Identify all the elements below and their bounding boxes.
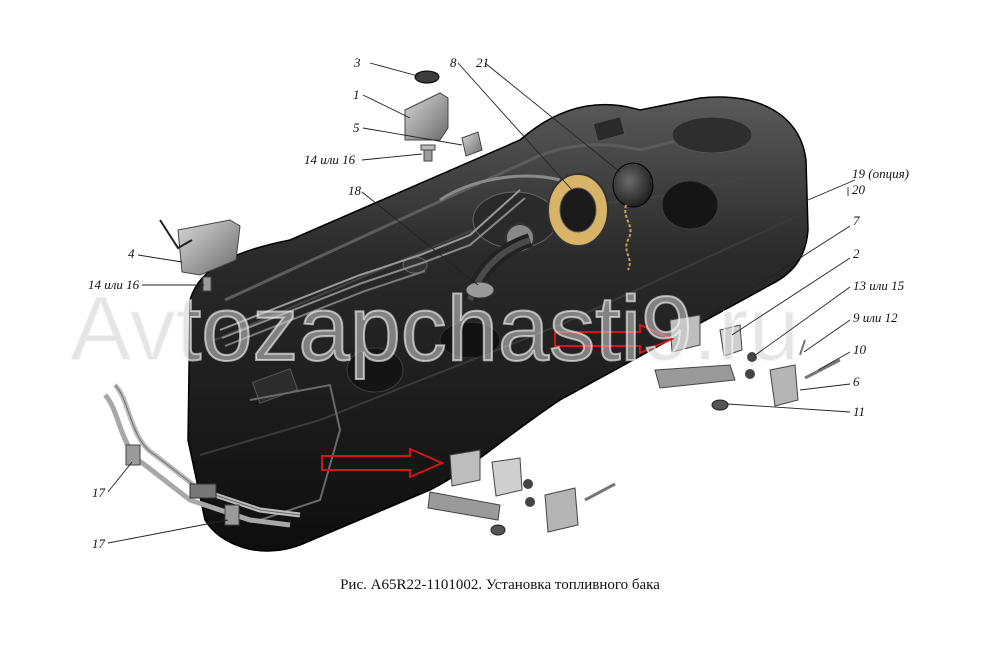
callout-14-or-16-left: 14 или 16 xyxy=(88,277,140,292)
leader-lines xyxy=(107,62,856,544)
callout-7: 7 xyxy=(853,213,860,228)
part-18-filler-pipe-clamp xyxy=(465,281,495,299)
callout-1: 1 xyxy=(353,87,360,102)
callout-9-or-12: 9 или 12 xyxy=(853,310,898,325)
part-21-fuel-cap xyxy=(612,162,654,271)
callout-6: 6 xyxy=(853,374,860,389)
callout-19-option: 19 (опция) xyxy=(852,166,909,181)
callout-11: 11 xyxy=(853,404,865,419)
red-arrow-right-mount xyxy=(554,323,675,355)
callout-17-lower: 17 xyxy=(92,536,106,551)
watermark: Avtozapchasti9.ru xyxy=(70,278,800,380)
callout-14-or-16-top: 14 или 16 xyxy=(304,152,356,167)
callout-17-upper: 17 xyxy=(92,485,106,500)
red-arrow-lower-mount xyxy=(321,447,445,479)
lower-mount-parts xyxy=(427,449,616,536)
figure-caption: Рис. А65R22-1101002. Установка топливног… xyxy=(340,577,660,593)
callout-3: 3 xyxy=(353,55,361,70)
callout-4: 4 xyxy=(128,246,135,261)
callout-13-or-15: 13 или 15 xyxy=(853,278,905,293)
callout-8: 8 xyxy=(450,55,457,70)
callout-5: 5 xyxy=(353,120,360,135)
callout-20: 20 xyxy=(852,182,866,197)
callout-labels: 3 1 5 14 или 16 8 21 18 4 14 или 16 19 (… xyxy=(88,55,909,551)
fuel-tank xyxy=(187,96,809,552)
callout-2: 2 xyxy=(853,246,860,261)
callout-10: 10 xyxy=(853,342,867,357)
part-8-fuel-pump-flange xyxy=(547,173,609,247)
part-14-bolt-left xyxy=(202,276,212,292)
part-3-washer xyxy=(414,70,440,84)
callout-21: 21 xyxy=(476,55,489,70)
part-1-bracket xyxy=(404,92,449,141)
part-14-bolt-top xyxy=(420,144,436,162)
external-fuel-lines xyxy=(103,383,301,528)
right-mount-parts xyxy=(654,314,841,411)
part-5-clip xyxy=(461,131,483,157)
callout-18: 18 xyxy=(348,183,362,198)
part-4-bracket xyxy=(159,219,241,276)
